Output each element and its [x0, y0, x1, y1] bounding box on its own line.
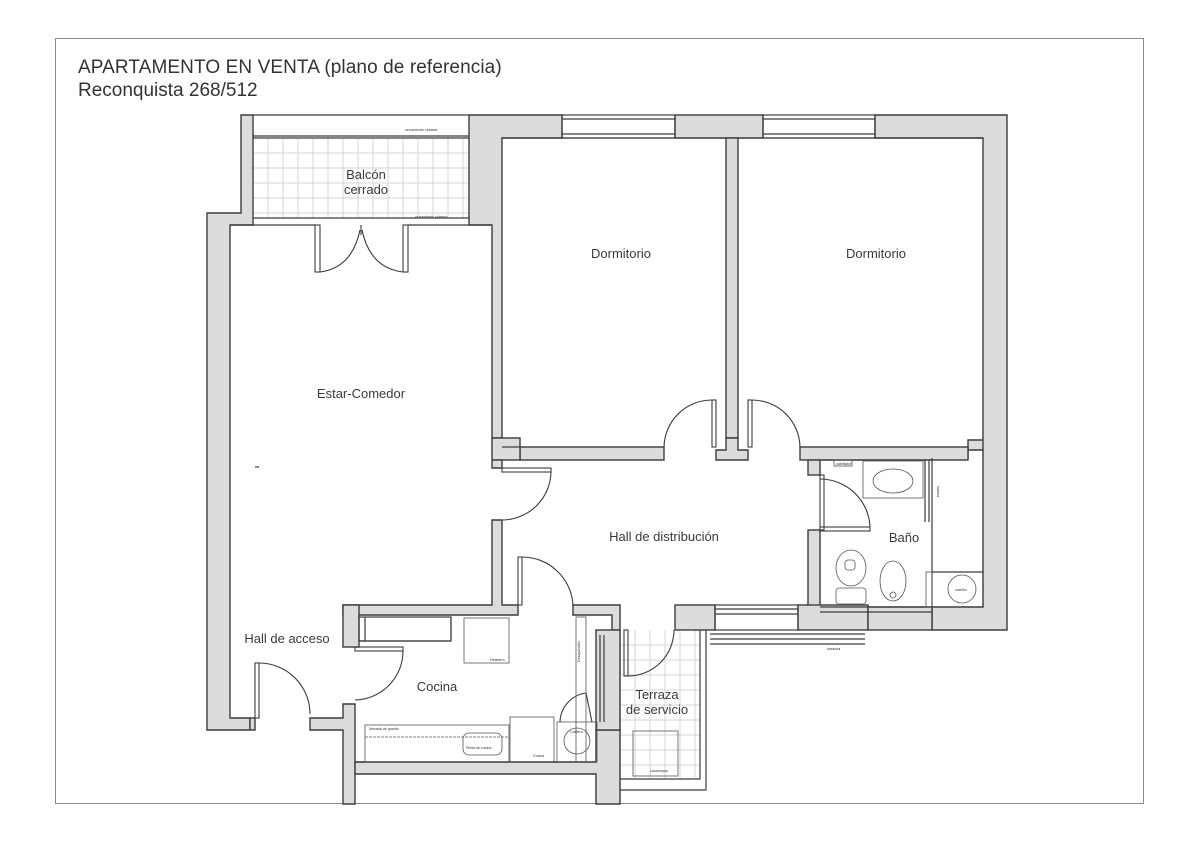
- balcony-label-2: cerrado: [344, 182, 388, 197]
- bathtub-label: bañera: [936, 486, 940, 497]
- boiler: [563, 727, 591, 755]
- glazing-label-top: cerramiento vidriado: [405, 128, 438, 132]
- walls: [206, 114, 1008, 805]
- fridge: [463, 617, 510, 664]
- fridge-label: Heladera: [490, 658, 505, 662]
- heater-label: calefactor: [836, 462, 852, 466]
- balcony-label-1: Balcón: [346, 167, 386, 182]
- bathroom-label: Baño: [889, 530, 919, 545]
- fixture-labels: cerramiento vidriado cerramiento vidriad…: [369, 128, 967, 773]
- toilet: [835, 549, 867, 587]
- kitchen-label: Cocina: [417, 679, 458, 694]
- terrace-label-2: de servicio: [626, 702, 688, 717]
- doors: [254, 224, 871, 723]
- bathtub: [862, 460, 924, 499]
- kitchen-sink: [462, 732, 503, 756]
- water-heater-label: calefón: [955, 588, 967, 592]
- railing-label: baranda: [827, 647, 840, 651]
- living-dining-label: Estar-Comedor: [317, 386, 406, 401]
- washer-label: Lavarropas: [650, 769, 668, 773]
- distribution-hall-label: Hall de distribución: [609, 529, 719, 544]
- water-heater: [947, 574, 977, 604]
- balcony-tiles: [253, 114, 469, 219]
- plan-address: Reconquista 268/512: [78, 80, 258, 101]
- plan-title: APARTAMENTO EN VENTA (plano de referenci…: [78, 57, 502, 78]
- countertop: [364, 724, 510, 763]
- sink-label: Pileta de cocina: [466, 746, 491, 750]
- bedroom-1-label: Dormitorio: [591, 246, 651, 261]
- stove: [509, 716, 555, 763]
- glazing-label-bottom: cerramiento vidriado: [415, 215, 448, 219]
- washing-machine: [632, 730, 679, 777]
- terrace-label-1: Terraza: [635, 687, 679, 702]
- fixtures: [255, 459, 977, 777]
- breakfast-bar: [575, 616, 587, 763]
- countertop-label: Mesada de granito: [369, 727, 399, 731]
- bedroom-2-label: Dormitorio: [846, 246, 906, 261]
- boiler-label: Caldera: [570, 730, 583, 734]
- bidet: [879, 560, 907, 602]
- breakfast-bar-label: Desayunador: [577, 640, 581, 662]
- room-labels: Balcón cerrado Estar-Comedor Dormitorio …: [244, 167, 919, 717]
- stove-label: Cocina: [533, 754, 544, 758]
- entrance-hall-label: Hall de acceso: [244, 631, 329, 646]
